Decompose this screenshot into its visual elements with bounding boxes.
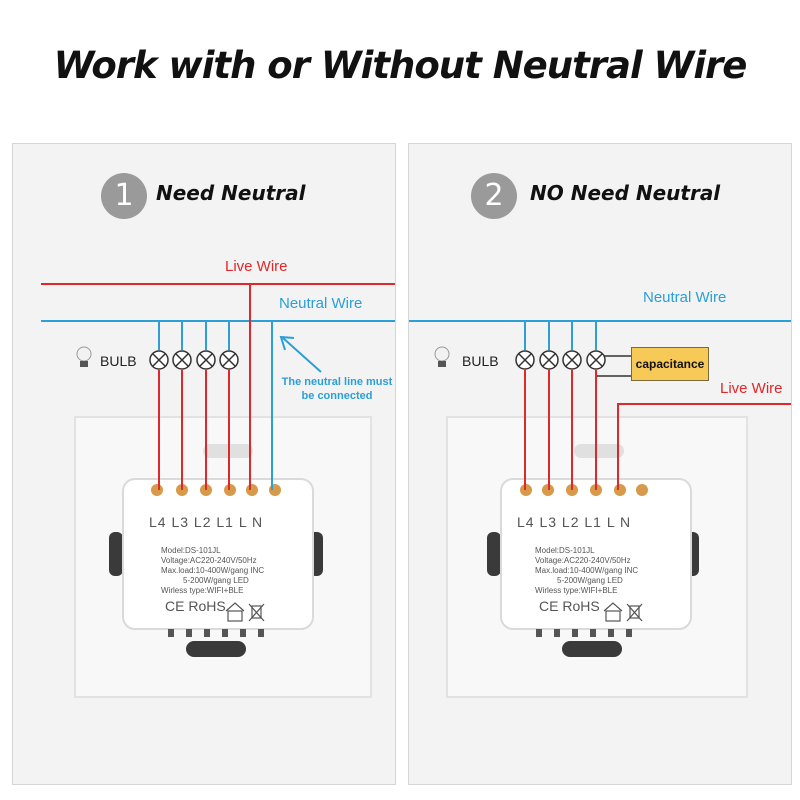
cert-marks: CE RoHS bbox=[539, 598, 600, 614]
page-title: Work with or Without Neutral Wire bbox=[53, 44, 748, 87]
step-badge: 1 bbox=[101, 173, 147, 219]
capacitance-box: capacitance bbox=[631, 347, 709, 381]
bulb-icon bbox=[434, 346, 450, 367]
house-icon bbox=[603, 602, 623, 622]
panel-need-neutral: 1 Need Neutral Live Wire Neutral Wire BU… bbox=[12, 143, 396, 785]
plate-slot bbox=[562, 641, 622, 657]
bulb-icon bbox=[76, 346, 92, 367]
neutral-wire-label: Neutral Wire bbox=[279, 295, 363, 312]
live-line bbox=[617, 403, 791, 490]
step-badge: 2 bbox=[471, 173, 517, 219]
step-heading: NO Need Neutral bbox=[530, 181, 721, 205]
wiring-diagram-no-neutral bbox=[409, 320, 791, 698]
spec-list: Model:DS-101JL Voltage:AC220-240V/50Hz M… bbox=[535, 546, 639, 595]
terminal-labels: L4 L3 L2 L1 L N bbox=[149, 514, 264, 530]
plate-slot bbox=[109, 532, 123, 576]
plate-slot bbox=[574, 444, 624, 458]
weee-bin-icon bbox=[248, 603, 265, 622]
bulb-label: BULB bbox=[462, 353, 499, 369]
terminal-labels: L4 L3 L2 L1 L N bbox=[517, 514, 632, 530]
panel-no-need-neutral: 2 NO Need Neutral Neutral Wire Live Wire… bbox=[408, 143, 792, 785]
plate-slot bbox=[487, 532, 501, 576]
neutral-wire-label: Neutral Wire bbox=[643, 289, 727, 306]
spec-list: Model:DS-101JL Voltage:AC220-240V/50Hz M… bbox=[161, 546, 265, 595]
neutral-note: The neutral line must be connected bbox=[281, 376, 393, 402]
lamp-x-icon bbox=[149, 350, 239, 370]
wiring-diagram-need-neutral bbox=[41, 283, 395, 698]
live-wire-label: Live Wire bbox=[720, 380, 783, 397]
lamp-x-icon bbox=[515, 350, 606, 370]
house-icon bbox=[225, 602, 245, 622]
plate-slot bbox=[186, 641, 246, 657]
arrow-icon bbox=[279, 335, 322, 373]
switch-module bbox=[122, 478, 314, 630]
weee-bin-icon bbox=[626, 603, 643, 622]
live-wire-label: Live Wire bbox=[225, 258, 288, 275]
step-heading: Need Neutral bbox=[156, 181, 306, 205]
bulb-label: BULB bbox=[100, 353, 137, 369]
cert-marks: CE RoHS bbox=[165, 598, 226, 614]
